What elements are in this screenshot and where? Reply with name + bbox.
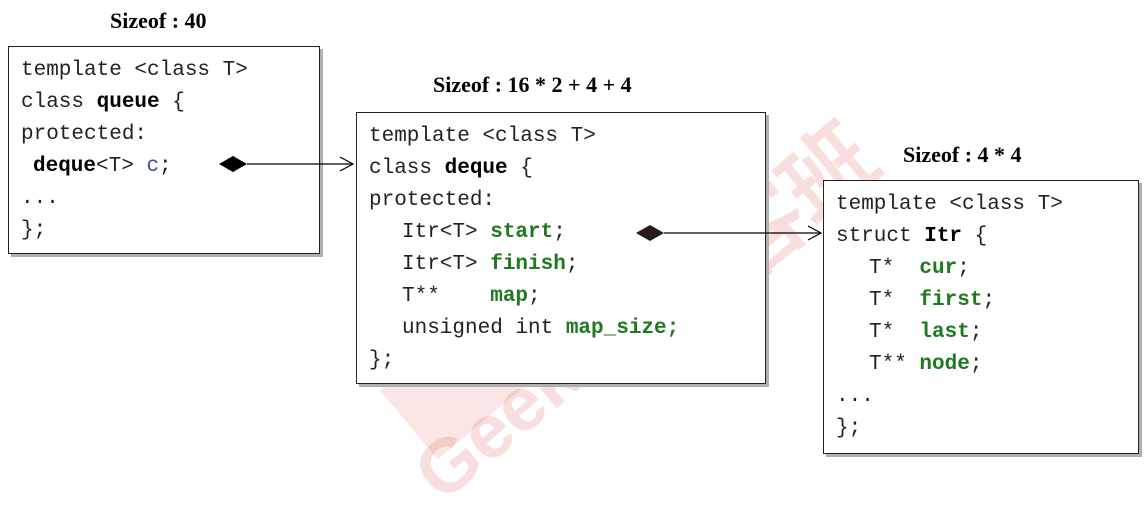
code-text: template <class T> [21,59,248,82]
itr-line-first: T* first; [869,285,995,317]
deque-line-close: }; [369,345,394,377]
member-name: last [919,321,970,344]
code-text: class [21,91,97,114]
code-text: ; [957,257,970,280]
composition-diamond-icon [219,156,247,172]
member-type: T* [869,321,920,344]
code-text: protected: [369,189,496,212]
member-type: T** [402,285,491,308]
code-text: <T> [96,155,147,178]
deque-sizeof-title: Sizeof : 16 * 2 + 4 + 4 [433,72,632,97]
code-text: { [962,225,988,248]
member-type: T* [869,257,920,280]
itr-line-template: template <class T> [836,189,1063,221]
queue-line-ellipsis: ... [21,183,59,215]
code-text: ; [159,155,172,178]
code-text: class [369,157,445,180]
member-type: Itr<T> [402,253,491,276]
member-name: first [919,289,983,312]
arrowhead-icon [339,156,355,172]
deque-to-itr-arrow [636,225,823,241]
class-name: deque [444,157,508,180]
itr-line-cur: T* cur; [869,253,970,285]
deque-line-template: template <class T> [369,121,596,153]
code-text: { [507,157,533,180]
deque-line-protected: protected: [369,185,495,217]
code-text: ; [565,253,579,276]
code-text: ; [553,221,566,244]
code-text: }; [836,417,862,440]
deque-code-box: template <class T> class deque { protect… [356,112,766,384]
member-name: map [490,285,529,308]
queue-line-member: deque<T> c; [33,151,172,183]
code-text: template <class T> [836,193,1063,216]
itr-line-node: T** node; [869,349,982,381]
member-type: T* [869,289,920,312]
class-name: Itr [924,225,963,248]
deque-line-class: class deque { [369,153,533,185]
deque-line-finish: Itr<T> finish; [402,249,578,281]
itr-line-ellipsis: ... [836,381,874,413]
code-text: }; [21,219,47,242]
member-name: map_size [565,317,667,340]
composition-diamond-icon [636,225,664,241]
itr-sizeof-title: Sizeof : 4 * 4 [903,142,1022,167]
queue-sizeof-title: Sizeof : 40 [110,8,207,33]
deque-line-start: Itr<T> start; [402,217,566,249]
code-text: struct [836,225,925,248]
code-text: ; [982,289,996,312]
itr-code-box: template <class T> struct Itr { T* cur; … [823,180,1139,454]
code-text: ; [969,353,983,376]
member-name: cur [919,257,958,280]
member-name: c [146,155,160,178]
code-text: ; [528,285,541,308]
composition-arrows [219,156,823,241]
code-text: protected: [21,123,148,146]
itr-line-struct: struct Itr { [836,221,987,253]
member-type: Itr<T> [402,221,491,244]
itr-line-close: }; [836,413,861,445]
code-text: { [159,91,185,114]
queue-to-deque-arrow [219,156,355,172]
queue-line-protected: protected: [21,119,147,151]
arrowhead-icon [807,225,823,241]
member-name: start [490,221,554,244]
code-text: }; [369,349,395,372]
code-text: ; [666,317,680,340]
deque-line-map: T** map; [402,281,541,313]
code-text: ... [21,187,59,210]
member-type: unsigned int [402,317,566,340]
member-type: T** [869,353,920,376]
queue-line-template: template <class T> [21,55,248,87]
member-type: deque [33,155,97,178]
member-name: node [919,353,970,376]
code-text: ; [969,321,983,344]
queue-line-class: class queue { [21,87,185,119]
class-name: queue [96,91,160,114]
code-text: ... [836,385,874,408]
member-name: finish [490,253,566,276]
queue-code-box: template <class T> class queue { protect… [8,46,320,254]
code-text: template <class T> [369,125,596,148]
deque-line-map-size: unsigned int map_size; [402,313,679,345]
itr-line-last: T* last; [869,317,982,349]
queue-line-close: }; [21,215,46,247]
